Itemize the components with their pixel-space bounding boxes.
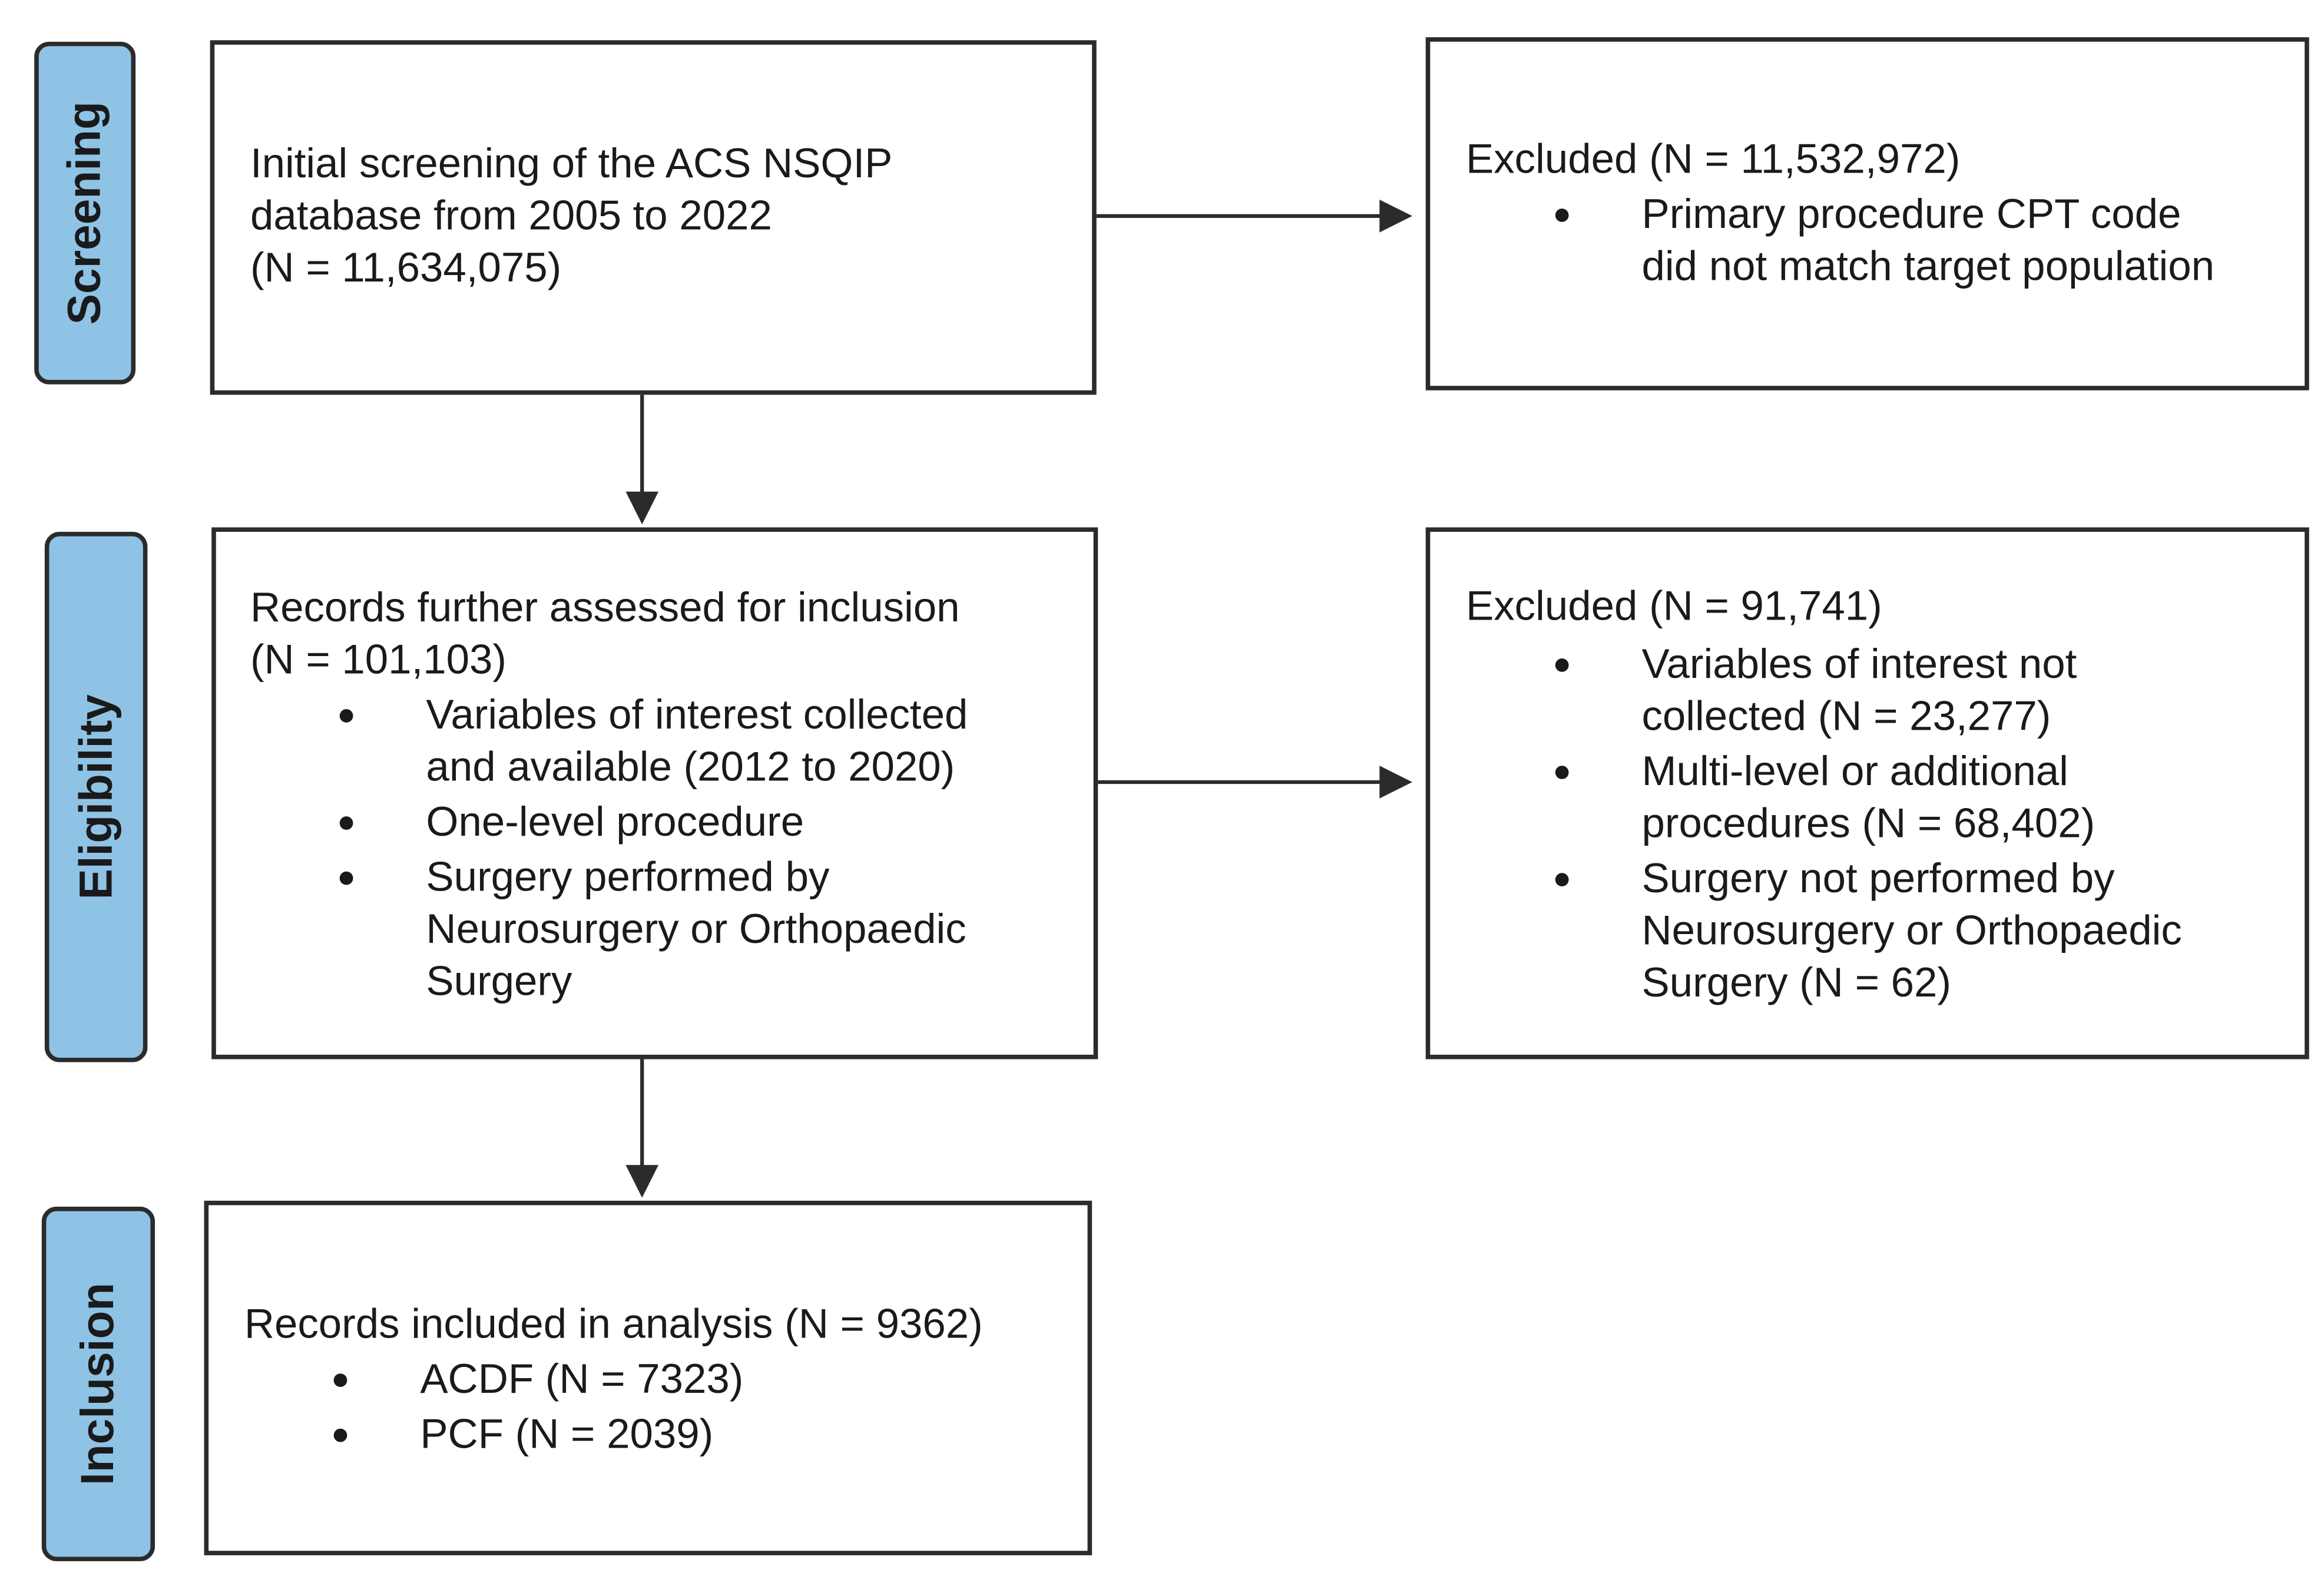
arrow-eligibility-to-inclusion xyxy=(625,1059,659,1198)
screening-box xyxy=(210,40,1097,395)
eligibility-excluded-box xyxy=(1425,527,2309,1060)
list-item: Primary procedure CPT code did not match… xyxy=(1555,188,2214,292)
screening-line: database from 2005 to 2022 xyxy=(250,192,772,239)
eligibility-box xyxy=(211,527,1098,1060)
screening-excluded-list: Primary procedure CPT code did not match… xyxy=(1555,188,2214,292)
eligibility-excluded-list: Variables of interest not collected (N =… xyxy=(1555,638,2182,1009)
screening-line: Initial screening of the ACS NSQIP xyxy=(250,140,893,187)
list-item: Variables of interest not collected (N =… xyxy=(1555,638,2182,742)
phase-eligibility: Eligibility xyxy=(44,532,148,1062)
arrow-screening-to-excluded xyxy=(1096,199,1412,233)
inclusion-box-heading: Records included in analysis (N = 9362) xyxy=(244,1300,983,1347)
screening-excluded-box xyxy=(1425,37,2309,390)
screening-box-text: Initial screening of the ACS NSQIP datab… xyxy=(250,137,892,294)
list-item: Multi-level or additional procedures (N … xyxy=(1555,745,2182,849)
inclusion-list: ACDF (N = 7323) PCF (N = 2039) xyxy=(333,1353,743,1460)
list-item: PCF (N = 2039) xyxy=(333,1408,743,1460)
eligibility-box-heading: Records further assessed for inclusion (… xyxy=(250,584,960,683)
list-item: Surgery not performed by Neurosurgery or… xyxy=(1555,852,2182,1009)
list-item: Surgery performed by Neurosurgery or Ort… xyxy=(339,850,968,1007)
list-item: Variables of interest collected and avai… xyxy=(339,688,968,793)
arrow-screening-to-eligibility xyxy=(625,395,659,525)
list-item: One-level procedure xyxy=(339,796,968,848)
screening-excluded-heading: Excluded (N = 11,532,972) xyxy=(1466,135,1961,182)
eligibility-criteria-list: Variables of interest collected and avai… xyxy=(339,688,968,1007)
phase-screening: Screening xyxy=(34,41,136,385)
phase-inclusion: Inclusion xyxy=(41,1206,155,1561)
screening-line: (N = 11,634,075) xyxy=(250,244,562,291)
list-item: ACDF (N = 7323) xyxy=(333,1353,743,1405)
eligibility-excluded-heading: Excluded (N = 91,741) xyxy=(1466,582,1882,629)
arrow-eligibility-to-excluded xyxy=(1098,766,1412,799)
inclusion-box xyxy=(204,1200,1093,1555)
